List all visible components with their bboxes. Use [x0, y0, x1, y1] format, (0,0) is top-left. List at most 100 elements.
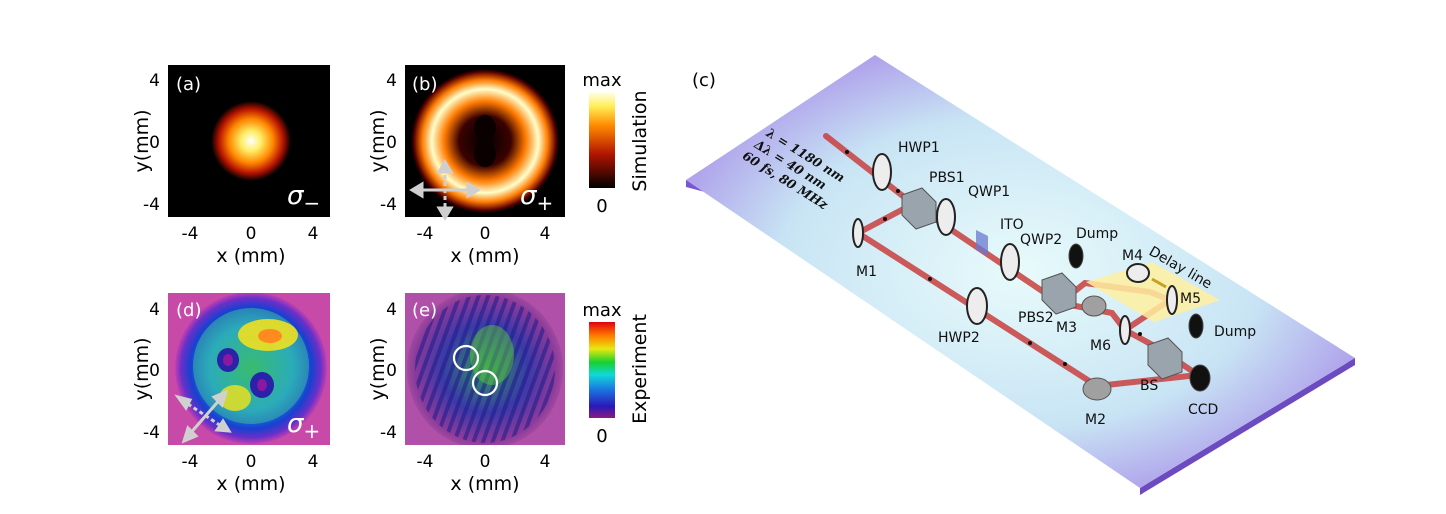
m2-label: M2: [1085, 412, 1106, 428]
pbs2-cube: [1041, 272, 1077, 315]
m3-mirror: [1081, 295, 1107, 317]
panel-b-dark-lobe: [474, 115, 496, 141]
panel-d-xtick: 4: [308, 452, 319, 472]
panel-a-ytick: 4: [149, 71, 160, 91]
panel-a-xtick: 4: [308, 224, 319, 244]
panel-e-label: (e): [412, 300, 437, 321]
pbs1-label: PBS1: [929, 170, 965, 186]
panel-e-ytick: -4: [380, 423, 397, 443]
panel-a-xlabel: x (mm): [216, 245, 285, 267]
colorbar-experiment-title: Experiment: [629, 314, 651, 424]
panel-b-ytick: -4: [380, 195, 397, 215]
m4-mirror: [1126, 263, 1150, 283]
panel-b-xtick: 4: [540, 224, 551, 244]
panel-a-xtick: 0: [246, 224, 257, 244]
ccd-label: CCD: [1188, 402, 1218, 418]
panel-b-xlabel: x (mm): [450, 245, 519, 267]
bs-label: BS: [1140, 378, 1158, 394]
m1-mirror: [852, 218, 864, 248]
panel-d: (d) σ+ -4 0 4 x (mm) 4 0 -4 y(mm): [131, 293, 330, 495]
panel-c-label: (c): [692, 70, 716, 91]
panel-a-polarization: σ−: [287, 181, 320, 215]
delay-arrow-icon: [1151, 277, 1167, 289]
panel-a-ytick: 0: [149, 133, 160, 153]
m2-mirror: [1082, 377, 1112, 401]
colorbar-simulation-title: Simulation: [629, 90, 651, 191]
panel-b-polarization: σ+: [520, 181, 553, 215]
m1-label: M1: [856, 264, 877, 280]
panel-d-label: (d): [176, 300, 201, 321]
panel-e-xtick: 4: [540, 452, 551, 472]
colorbar-experiment: max 0 Experiment: [582, 300, 651, 447]
m5-label: M5: [1180, 291, 1201, 307]
panel-d-ytick: 0: [149, 361, 160, 381]
panel-b-ylabel: y(mm): [367, 109, 389, 172]
ito-label: ITO: [1000, 217, 1024, 233]
optical-table: [686, 55, 1355, 488]
ccd-camera: [1189, 364, 1211, 392]
panel-d-ytick: 4: [149, 300, 160, 320]
panel-d-polarization-arrows: [174, 389, 232, 444]
panel-c: (c) λ = 1180 nm Δλ = 40 nm 60 fs, 80 MHz…: [686, 55, 1355, 495]
colorbar-experiment-min: 0: [596, 426, 607, 447]
panel-e-vortex-marker: [452, 344, 480, 372]
pbs1-cube: [901, 187, 937, 230]
delay-line-stage: [1086, 262, 1220, 322]
m6-label: M6: [1090, 338, 1111, 354]
panel-d-xtick: -4: [182, 452, 199, 472]
colorbar-experiment-max: max: [582, 300, 622, 321]
panel-d-xtick: 0: [246, 452, 257, 472]
panel-a-ylabel: y(mm): [131, 109, 153, 172]
colorbar-simulation-max: max: [582, 70, 622, 91]
panel-e-vortex-marker: [471, 369, 499, 397]
colorbar-experiment-scale: [589, 322, 615, 418]
panel-e-ylabel: y(mm): [367, 337, 389, 400]
panel-a-xtick: -4: [182, 224, 199, 244]
m5-mirror: [1166, 285, 1178, 315]
panel-b-dark-lobe: [474, 141, 496, 167]
hwp1-label: HWP1: [898, 140, 940, 156]
panel-a-label: (a): [176, 74, 201, 95]
panel-d-ylabel: y(mm): [131, 337, 153, 400]
dump1-label: Dump: [1076, 226, 1118, 242]
panel-b-xtick: 0: [480, 224, 491, 244]
qwp1-label: QWP1: [968, 184, 1010, 200]
hwp2-label: HWP2: [938, 330, 980, 346]
panel-a-beam-spot: [211, 101, 291, 181]
pbs2-label: PBS2: [1018, 310, 1054, 326]
panel-b-xtick: -4: [417, 224, 434, 244]
panel-e-xtick: -4: [417, 452, 434, 472]
m4-label: M4: [1122, 248, 1143, 264]
panel-b-label: (b): [412, 74, 437, 95]
qwp2-label: QWP2: [1020, 232, 1062, 248]
panel-a-ytick: -4: [143, 195, 160, 215]
ito-sample: [976, 230, 988, 256]
bs-cube: [1147, 337, 1183, 380]
dump2-label: Dump: [1214, 324, 1256, 340]
dump1-block: [1068, 243, 1084, 269]
panel-b-polarization-arrows: [409, 159, 481, 221]
panel-e: (e) -4 0 4 x (mm) 4 0 -4 y(mm): [367, 293, 565, 495]
qwp1-plate: [936, 198, 956, 236]
panel-e-ytick: 0: [386, 361, 397, 381]
panel-b-ytick: 0: [386, 133, 397, 153]
m3-label: M3: [1056, 320, 1077, 336]
hwp1-plate: [872, 153, 892, 191]
panel-b-ytick: 4: [386, 71, 397, 91]
panel-d-xlabel: x (mm): [216, 473, 285, 495]
panel-e-xtick: 0: [480, 452, 491, 472]
panel-d-polarization: σ+: [287, 409, 320, 443]
panel-d-ytick: -4: [143, 423, 160, 443]
m6-mirror: [1119, 315, 1131, 345]
colorbar-simulation-min: 0: [596, 196, 607, 217]
panel-b: (b) σ+ -4 0 4 x (mm) 4 0 -4 y(mm): [367, 65, 565, 267]
hwp2-plate: [966, 287, 988, 325]
colorbar-simulation-scale: [589, 92, 615, 188]
panel-a: (a) σ− -4 0 4 x (mm) 4 0 -4 y(mm): [131, 65, 330, 267]
qwp2-plate: [1000, 243, 1020, 281]
panel-e-xlabel: x (mm): [450, 473, 519, 495]
dump2-block: [1188, 313, 1204, 339]
panel-e-ytick: 4: [386, 300, 397, 320]
colorbar-simulation: max 0 Simulation: [582, 70, 651, 217]
